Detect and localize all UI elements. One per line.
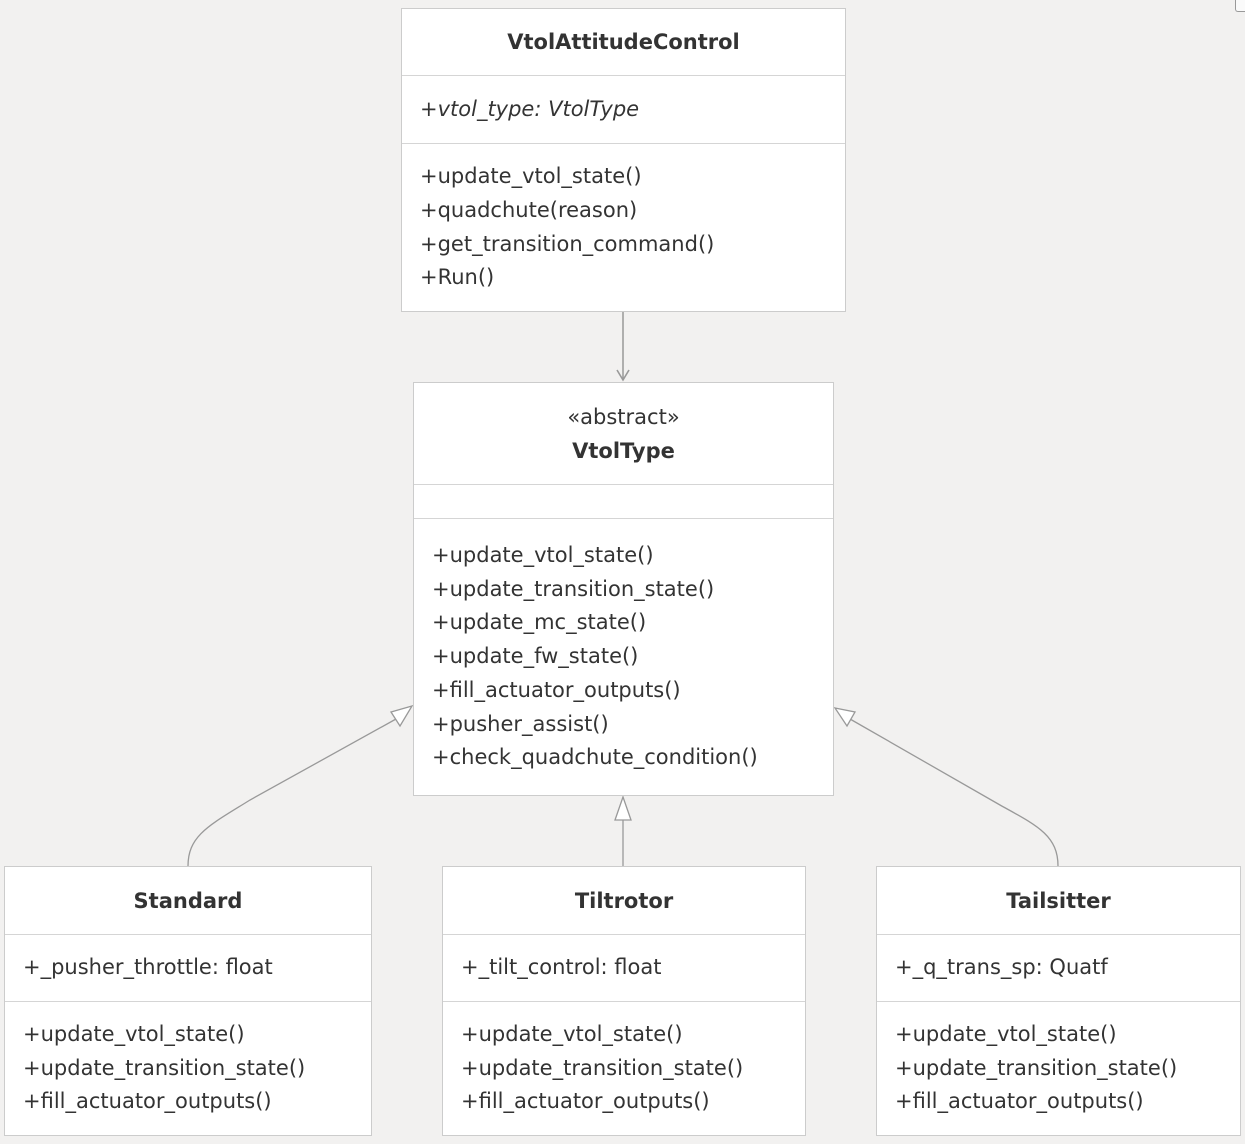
class-methods: +update_vtol_state() +update_transition_… bbox=[877, 1002, 1240, 1135]
class-name: Tailsitter bbox=[1006, 888, 1111, 913]
method: +update_transition_state() bbox=[461, 1055, 744, 1080]
attribute: +_q_trans_sp: Quatf bbox=[895, 955, 1108, 980]
method: +Run() bbox=[420, 265, 495, 290]
method: +update_vtol_state() bbox=[895, 1021, 1117, 1046]
method: +quadchute(reason) bbox=[420, 197, 638, 222]
method: +update_transition_state() bbox=[23, 1055, 306, 1080]
method: +update_transition_state() bbox=[432, 576, 715, 601]
class-box-standard: Standard +_pusher_throttle: float +updat… bbox=[4, 866, 372, 1136]
inheritance-triangle-standard bbox=[389, 704, 414, 728]
class-name: VtolAttitudeControl bbox=[507, 30, 740, 54]
class-attributes: +_tilt_control: float bbox=[443, 935, 805, 1002]
class-attributes bbox=[414, 485, 833, 519]
method: +update_vtol_state() bbox=[461, 1021, 683, 1046]
class-box-vtoltype: «abstract» VtolType +update_vtol_state()… bbox=[413, 382, 834, 796]
expand-icon[interactable] bbox=[1235, 0, 1245, 12]
attribute: +_pusher_throttle: float bbox=[23, 955, 273, 980]
class-header: Tailsitter bbox=[877, 867, 1240, 935]
method: +update_vtol_state() bbox=[420, 163, 642, 188]
attribute: +vtol_type: VtolType bbox=[420, 96, 640, 121]
class-methods: +update_vtol_state() +update_transition_… bbox=[5, 1002, 371, 1135]
method: +pusher_assist() bbox=[432, 711, 609, 736]
attribute: +_tilt_control: float bbox=[461, 955, 662, 980]
class-name: Tiltrotor bbox=[574, 888, 674, 913]
class-attributes: +vtol_type: VtolType bbox=[402, 76, 845, 144]
method: +update_fw_state() bbox=[432, 644, 639, 669]
method: +update_vtol_state() bbox=[23, 1021, 245, 1046]
class-name: Standard bbox=[133, 888, 243, 913]
class-header: Tiltrotor bbox=[443, 867, 805, 935]
method: +fill_actuator_outputs() bbox=[461, 1089, 710, 1114]
method: +get_transition_command() bbox=[420, 231, 715, 256]
method: +update_mc_state() bbox=[432, 610, 647, 635]
inheritance-triangle-tailsitter bbox=[833, 707, 857, 728]
class-attributes: +_pusher_throttle: float bbox=[5, 935, 371, 1002]
inheritance-triangle-tiltrotor bbox=[614, 795, 632, 821]
inheritance-edge-standard bbox=[187, 718, 397, 867]
method: +check_quadchute_condition() bbox=[432, 745, 758, 770]
class-box-tailsitter: Tailsitter +_q_trans_sp: Quatf +update_v… bbox=[876, 866, 1241, 1136]
class-methods: +update_vtol_state() +update_transition_… bbox=[414, 519, 833, 795]
class-name: VtolType bbox=[572, 438, 675, 463]
class-box-vtolattitudecontrol: VtolAttitudeControl +vtol_type: VtolType… bbox=[401, 8, 846, 312]
class-methods: +update_vtol_state() +quadchute(reason) … bbox=[402, 144, 845, 311]
inheritance-edge-tailsitter bbox=[849, 718, 1059, 867]
class-box-tiltrotor: Tiltrotor +_tilt_control: float +update_… bbox=[442, 866, 806, 1136]
class-header: Standard bbox=[5, 867, 371, 935]
method: +update_vtol_state() bbox=[432, 542, 654, 567]
class-attributes: +_q_trans_sp: Quatf bbox=[877, 935, 1240, 1002]
class-stereotype: «abstract» bbox=[567, 404, 680, 429]
method: +fill_actuator_outputs() bbox=[23, 1089, 272, 1114]
method: +fill_actuator_outputs() bbox=[432, 677, 681, 702]
method: +update_transition_state() bbox=[895, 1055, 1178, 1080]
class-header: VtolAttitudeControl bbox=[402, 9, 845, 76]
method: +fill_actuator_outputs() bbox=[895, 1089, 1144, 1114]
class-methods: +update_vtol_state() +update_transition_… bbox=[443, 1002, 805, 1135]
class-header: «abstract» VtolType bbox=[414, 383, 833, 485]
